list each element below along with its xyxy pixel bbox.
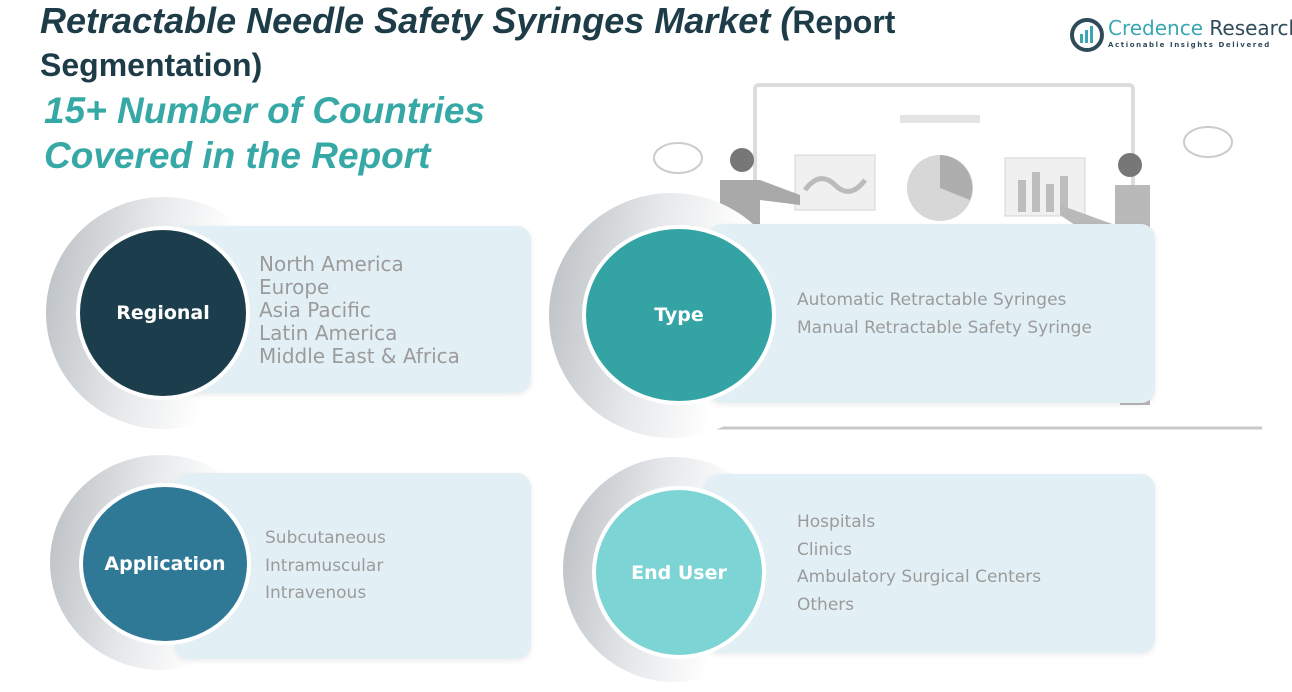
list-item: Hospitals <box>797 512 876 532</box>
page-subtitle: 15+ Number of Countries Covered in the R… <box>44 90 486 176</box>
list-item: Automatic Retractable Syringes <box>797 290 1067 310</box>
end-user-label: End User <box>631 561 727 584</box>
list-item: Intravenous <box>265 583 367 603</box>
end-user-list: Hospitals Clinics Ambulatory Surgical Ce… <box>797 509 1041 619</box>
title-main: Retractable Needle Safety Syringes Marke… <box>40 0 793 41</box>
regional-circle: Regional <box>76 226 250 400</box>
list-item: Europe <box>259 275 330 299</box>
application-circle: Application <box>79 483 251 645</box>
title-tail: Report Segmentation) <box>40 4 896 83</box>
logo-icon <box>1070 18 1104 52</box>
type-label: Type <box>654 304 704 326</box>
type-panel <box>708 224 1155 403</box>
application-label: Application <box>104 553 226 575</box>
logo-name: Credence Research <box>1108 16 1292 40</box>
list-item: Intramuscular <box>265 555 384 576</box>
application-list: Subcutaneous Intramuscular Intravenous <box>265 525 386 608</box>
list-item: Middle East & Africa <box>259 344 460 368</box>
list-item: North America <box>259 252 404 276</box>
list-item: Subcutaneous <box>265 528 386 548</box>
type-list: Automatic Retractable Syringes Manual Re… <box>797 287 1092 342</box>
regional-label: Regional <box>116 302 210 324</box>
credence-research-logo: Credence Research Actionable Insights De… <box>1070 16 1292 56</box>
regional-list: North America Europe Asia Pacific Latin … <box>259 253 460 368</box>
end-user-circle: End User <box>592 486 766 659</box>
logo-tagline: Actionable Insights Delivered <box>1108 41 1271 49</box>
list-item: Asia Pacific <box>259 298 371 322</box>
list-item: Latin America <box>259 321 398 345</box>
list-item: Manual Retractable Safety Syringe <box>797 317 1092 338</box>
end-user-panel <box>705 474 1155 653</box>
list-item: Others <box>797 594 855 615</box>
list-item: Ambulatory Surgical Centers <box>797 567 1042 587</box>
list-item: Clinics <box>797 539 853 560</box>
type-circle: Type <box>582 225 776 405</box>
page-title: Retractable Needle Safety Syringes Marke… <box>40 0 1000 86</box>
